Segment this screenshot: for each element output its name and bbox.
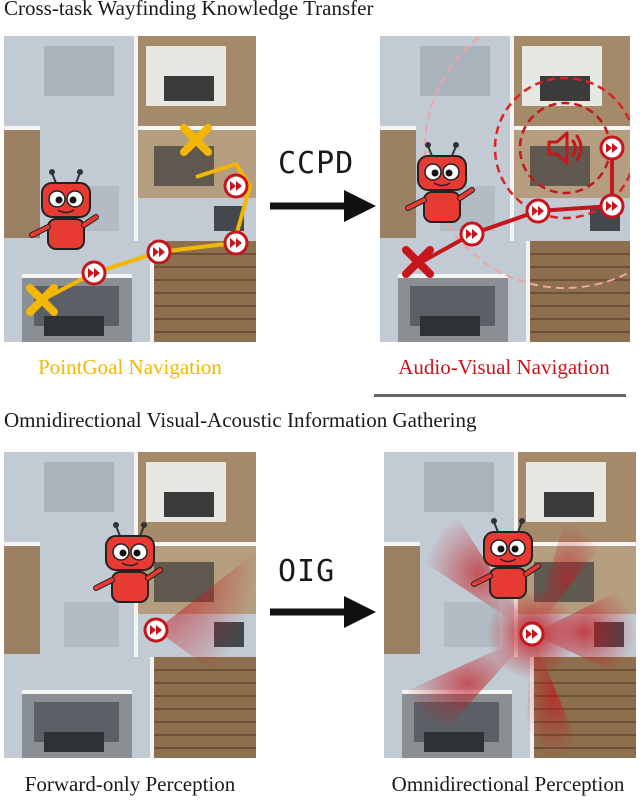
- waypoint-icon: [461, 223, 483, 245]
- waypoint-icon: [601, 137, 623, 159]
- audio-visual-floorplan: .rb{fill:#e63a33}.rbs{stroke:#e63a33}.wp…: [380, 36, 630, 342]
- audio-visual-caption: Audio-Visual Navigation: [378, 355, 630, 380]
- forward-only-floorplan: .rb{fill:#e63a33}.rbs{stroke:#e63a33}.wp…: [4, 452, 256, 758]
- omnidirectional-caption: Omnidirectional Perception: [376, 772, 640, 797]
- oig-arrow-icon: [268, 592, 378, 632]
- waypoint-icon: [527, 200, 549, 222]
- omnidirectional-floorplan: .rb{fill:#e63a33}.rbs{stroke:#e63a33}.wp…: [384, 452, 636, 758]
- audio-visual-panel: .rb{fill:#e63a33}.rbs{stroke:#e63a33}.wp…: [380, 36, 630, 342]
- section-divider: [374, 394, 626, 397]
- pointgoal-floorplan: .rb{fill:#f2b705}.rbs{stroke:#f2b705}.wp…: [4, 36, 256, 342]
- bottom-section-title: Omnidirectional Visual-Acoustic Informat…: [4, 408, 476, 433]
- waypoint-icon: [83, 262, 105, 284]
- pointgoal-panel: .rb{fill:#f2b705}.rbs{stroke:#f2b705}.wp…: [4, 36, 256, 342]
- top-section-title: Cross-task Wayfinding Knowledge Transfer: [4, 0, 373, 21]
- forward-only-caption: Forward-only Perception: [4, 772, 256, 797]
- pointgoal-caption: PointGoal Navigation: [4, 355, 256, 380]
- omnidirectional-panel: .rb{fill:#e63a33}.rbs{stroke:#e63a33}.wp…: [384, 452, 636, 758]
- agent-waypoint-icon: [521, 623, 543, 645]
- oig-label: OIG: [278, 554, 335, 589]
- ccpd-label: CCPD: [278, 146, 354, 181]
- waypoint-icon: [225, 232, 247, 254]
- agent-waypoint-icon: [145, 619, 167, 641]
- ccpd-arrow-icon: [268, 186, 378, 226]
- waypoint-icon: [601, 195, 623, 217]
- waypoint-icon: [225, 175, 247, 197]
- forward-only-panel: .rb{fill:#e63a33}.rbs{stroke:#e63a33}.wp…: [4, 452, 256, 758]
- waypoint-icon: [148, 241, 170, 263]
